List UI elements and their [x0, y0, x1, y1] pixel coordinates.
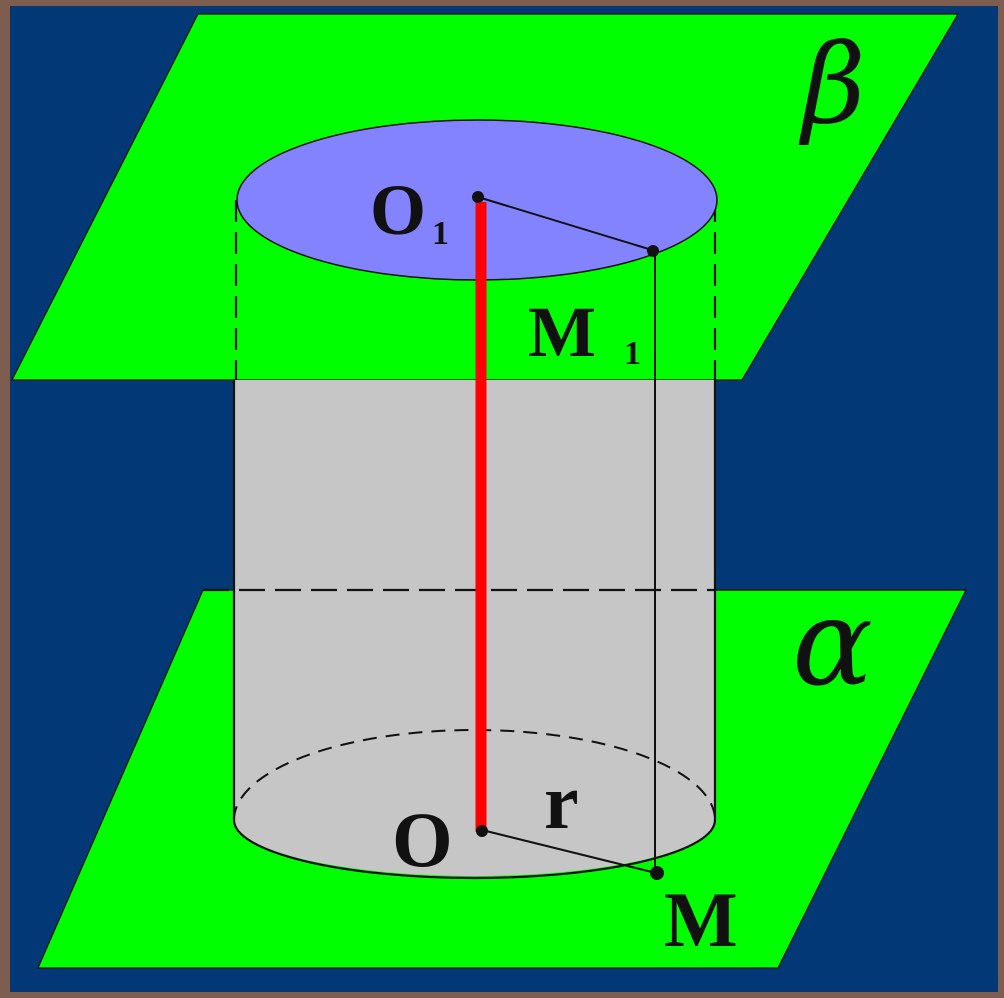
radius-o-m [481, 829, 657, 874]
bottom-base-hidden-arc [233, 729, 716, 821]
radius-o1-m1 [477, 196, 653, 251]
point-m [650, 866, 664, 880]
label-m: M [664, 876, 738, 963]
point-o [476, 825, 488, 837]
point-m1 [647, 245, 659, 257]
label-alpha: α [792, 574, 873, 713]
point-o1 [472, 191, 484, 203]
cylinder-bottom-base [234, 820, 715, 876]
bottom-base-visible-arc [232, 819, 717, 880]
label-o: O [392, 796, 453, 883]
label-m1-subscript: 1 [624, 335, 641, 372]
label-beta: β [798, 20, 866, 148]
label-o1: O [370, 170, 426, 250]
cylinder-lateral-surface [234, 380, 715, 820]
label-r: r [544, 758, 579, 845]
label-m1: M [528, 292, 596, 372]
label-o1-subscript: 1 [432, 215, 449, 252]
